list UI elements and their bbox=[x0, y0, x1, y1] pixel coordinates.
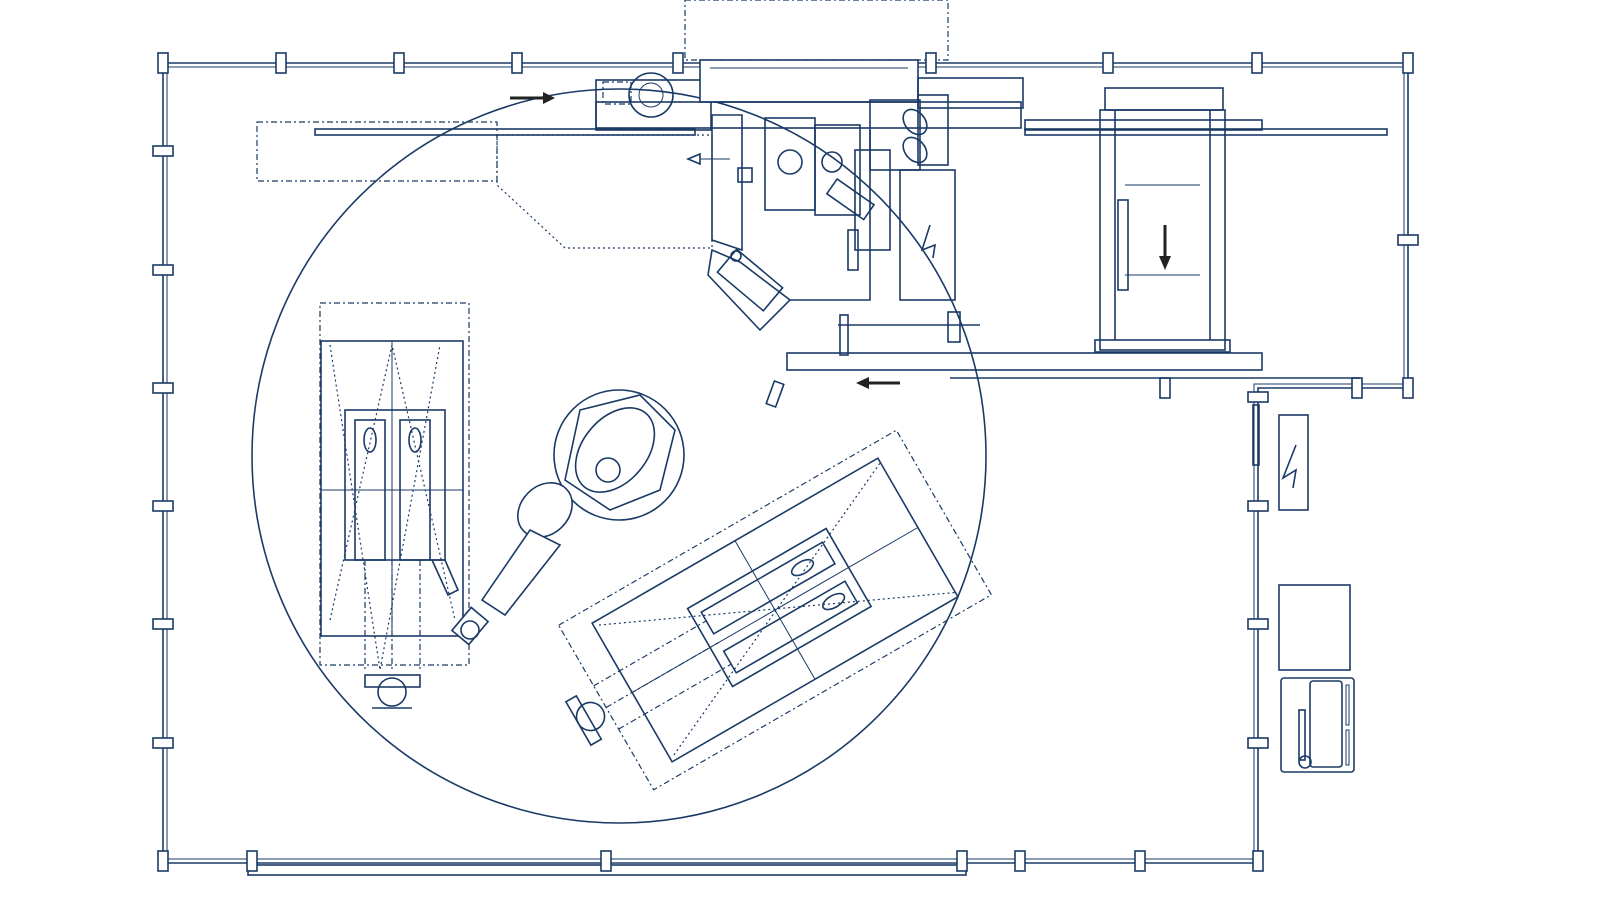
fence-post bbox=[152, 737, 174, 749]
fence-post bbox=[925, 52, 937, 74]
fence-post bbox=[672, 52, 684, 74]
fence-post bbox=[1402, 52, 1414, 74]
fence-post bbox=[152, 145, 174, 157]
fence-post bbox=[152, 382, 174, 394]
electrical-cabinet bbox=[1278, 414, 1309, 511]
small-part bbox=[765, 379, 785, 409]
processing-machine bbox=[314, 59, 1388, 356]
fence-post bbox=[275, 52, 287, 74]
fence-post bbox=[152, 500, 174, 512]
fence-post bbox=[1247, 737, 1269, 749]
fence-post bbox=[1351, 377, 1363, 399]
fence-post bbox=[956, 850, 968, 872]
fence-post bbox=[152, 264, 174, 276]
fence-post bbox=[1402, 377, 1414, 399]
fence-post bbox=[157, 52, 169, 74]
lightning-hazard-icon bbox=[920, 224, 937, 259]
fence-post bbox=[1247, 618, 1269, 630]
dotted-infeed-area bbox=[496, 134, 713, 249]
safety-fence bbox=[162, 62, 1409, 876]
fence-post bbox=[1251, 52, 1263, 74]
hatched-zone-left bbox=[256, 121, 498, 182]
fence-post bbox=[1159, 377, 1171, 399]
fence-post bbox=[1014, 850, 1026, 872]
fence-post bbox=[152, 618, 174, 630]
fence-post bbox=[1252, 850, 1264, 872]
industrial-robot bbox=[450, 389, 685, 646]
operator-panel bbox=[1280, 677, 1355, 773]
control-cabinet bbox=[1278, 584, 1351, 671]
hatched-zone-top bbox=[684, 0, 949, 61]
fence-post bbox=[1134, 850, 1146, 872]
fence-posts bbox=[152, 52, 1419, 872]
robot-reach-envelope bbox=[251, 88, 987, 824]
fence-post bbox=[157, 850, 169, 872]
fence-post bbox=[600, 850, 612, 872]
right-conveyor bbox=[786, 87, 1360, 379]
left-fixture-table bbox=[319, 302, 470, 709]
fence-post bbox=[393, 52, 405, 74]
fence-post bbox=[1247, 500, 1269, 512]
fence-post bbox=[511, 52, 523, 74]
fence-post bbox=[1102, 52, 1114, 74]
rotated-fixture-table bbox=[557, 429, 993, 791]
fence-post bbox=[246, 850, 258, 872]
fence-post bbox=[1247, 391, 1269, 403]
door-switch bbox=[1252, 404, 1260, 466]
fence-post bbox=[1397, 234, 1419, 246]
flow-arrow-icon bbox=[510, 92, 1171, 389]
